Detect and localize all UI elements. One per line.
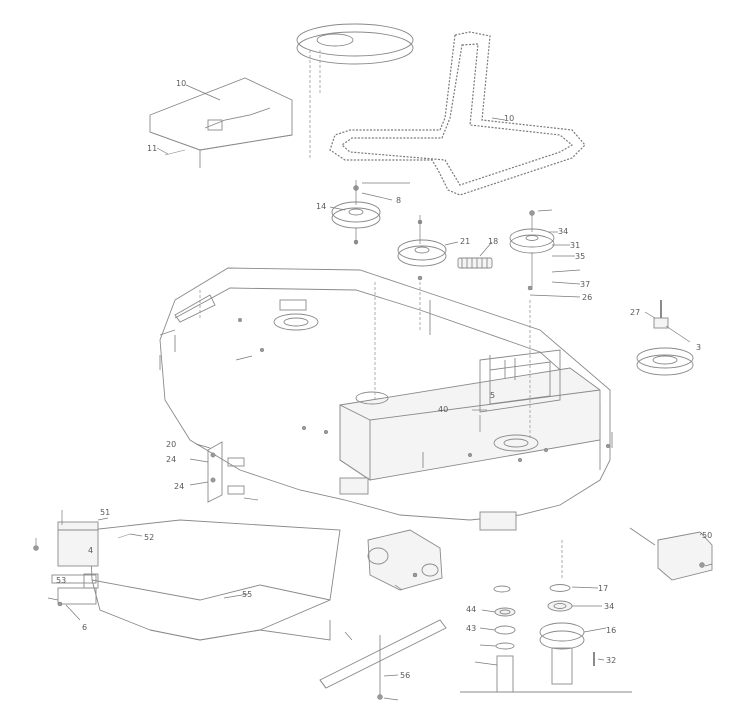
spindle-pulley-right: [636, 300, 694, 376]
drive-belt: [329, 31, 586, 196]
callout-6: 6: [82, 623, 87, 632]
callout-55: 55: [242, 590, 252, 599]
callout-17: 17: [598, 584, 608, 593]
gearbox: [367, 529, 443, 591]
callout-5: 5: [490, 391, 495, 400]
chute-hinge: [47, 573, 99, 621]
callout-26: 26: [582, 293, 592, 302]
center-pulley: [397, 215, 459, 281]
callout-27: 27: [630, 308, 640, 317]
engine-pulley: [296, 23, 414, 160]
callout-18: 18: [488, 237, 498, 246]
callout-40: 40: [438, 405, 448, 414]
callout-labels: 10 11 10 14 8 21 18 34 31 35 37 26 27 3 …: [56, 79, 712, 680]
callout-16: 16: [606, 626, 616, 635]
callout-10a: 10: [176, 79, 186, 88]
callout-24b: 24: [174, 482, 184, 491]
discharge-chute: [89, 519, 341, 641]
callout-44: 44: [466, 605, 476, 614]
callout-52: 52: [144, 533, 154, 542]
spindle-parts-center: [460, 585, 632, 693]
callout-35: 35: [575, 252, 585, 261]
callout-34b: 34: [604, 602, 614, 611]
callout-34a: 34: [558, 227, 568, 236]
bottom-bolt: [377, 635, 399, 701]
left-idler-pulley: [329, 180, 410, 245]
callout-53: 53: [56, 576, 66, 585]
callout-51: 51: [100, 508, 110, 517]
chute-plate: [33, 510, 143, 567]
mower-deck: [159, 267, 613, 531]
callout-20: 20: [166, 440, 176, 449]
belt-guard-cover: [149, 77, 293, 168]
handle-bar: [159, 329, 176, 336]
callout-43: 43: [466, 624, 476, 633]
callout-31: 31: [570, 241, 580, 250]
callout-32: 32: [606, 656, 616, 665]
spindle-assembly-right: [539, 540, 607, 685]
callout-3: 3: [696, 343, 701, 352]
callout-8: 8: [396, 196, 401, 205]
side-block-right: [629, 527, 713, 581]
side-bracket-left: [189, 441, 259, 503]
callout-11: 11: [147, 144, 157, 153]
drive-shaft: [319, 619, 447, 689]
right-idler-pulley: [509, 209, 581, 298]
callout-21: 21: [460, 237, 470, 246]
callout-10b: 10: [504, 114, 514, 123]
tension-spring: [457, 241, 493, 269]
callout-56: 56: [400, 671, 410, 680]
callout-50: 50: [702, 531, 712, 540]
callout-14: 14: [316, 202, 326, 211]
callout-4: 4: [88, 546, 93, 555]
callout-37: 37: [580, 280, 590, 289]
callout-24a: 24: [166, 455, 176, 464]
